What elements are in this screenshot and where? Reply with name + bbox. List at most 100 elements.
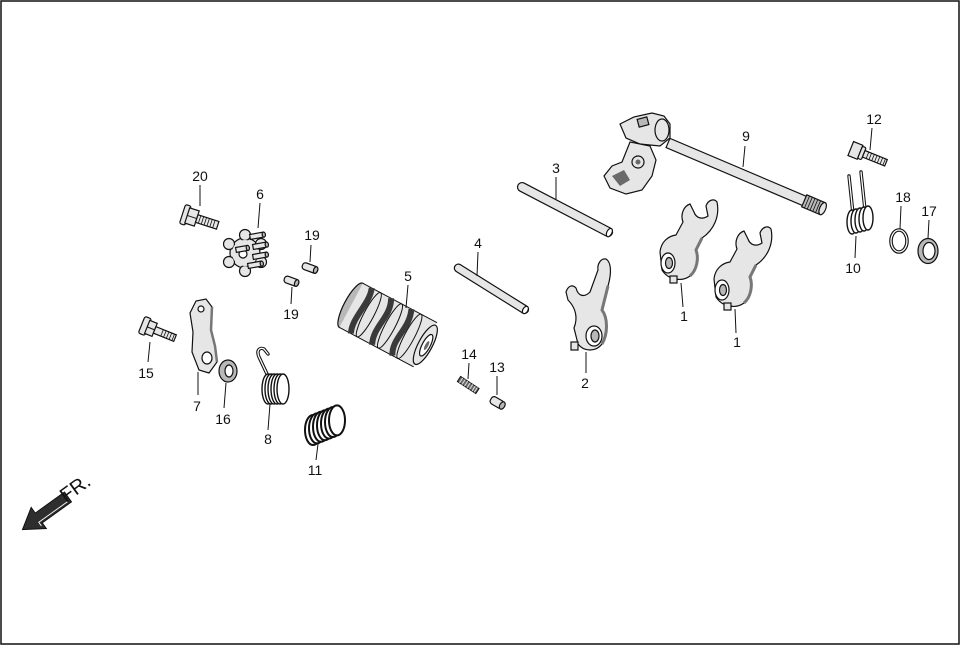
- spindle-end: [818, 201, 827, 216]
- shaft-end: [605, 227, 614, 238]
- callout-label-15: 15: [138, 365, 154, 381]
- fork-hub-bore-inner: [590, 329, 600, 343]
- fork-guide-pin: [723, 302, 732, 311]
- fork-guide-pin: [669, 275, 678, 284]
- arrow-shape: [21, 491, 73, 531]
- part-8-stopper-spring: [256, 346, 290, 405]
- bolt-head-edge: [147, 326, 155, 331]
- leader-line-11: [315, 443, 319, 461]
- part-10-return-spring: [846, 170, 874, 235]
- part-9-gearshift-spindle: [603, 112, 827, 216]
- drum-flange: [376, 303, 404, 349]
- drum-edge-bottom: [339, 326, 414, 368]
- callout-label-5: 5: [404, 268, 412, 284]
- part-17-washer: [917, 237, 939, 265]
- leader-lines: [147, 127, 930, 461]
- claw-notch: [612, 170, 630, 186]
- callout-label-4: 4: [474, 235, 482, 251]
- part-13-pin: [489, 396, 506, 410]
- drum-bore-center: [423, 341, 430, 350]
- spindle-arm-tab: [636, 116, 650, 128]
- washer-hole: [922, 241, 936, 261]
- callout-labels: 20 6 19 19 5 4 3 9 12 18 17 10 1 1 2 14 …: [138, 111, 937, 478]
- leader-line-19-upper: [309, 244, 312, 263]
- callout-label-8: 8: [264, 431, 272, 447]
- pin-end: [259, 260, 265, 267]
- drum-edge-top: [362, 282, 438, 324]
- callout-label-6: 6: [256, 186, 264, 202]
- fork-shading: [600, 285, 610, 345]
- front-arrow-icon: [21, 491, 73, 531]
- callout-label-19-lower: 19: [283, 306, 299, 322]
- callout-label-11: 11: [308, 462, 323, 478]
- pin-end: [245, 244, 251, 251]
- spring-hook-highlight: [257, 347, 269, 375]
- callout-label-1-right: 1: [733, 334, 741, 350]
- pin-end: [261, 231, 267, 238]
- leader-line-5: [405, 284, 409, 309]
- arm-plate-edge: [209, 306, 219, 363]
- pin-end: [264, 251, 270, 258]
- shaft-end: [521, 305, 529, 315]
- leader-line-10: [854, 235, 857, 259]
- drum-flange: [355, 292, 382, 338]
- part-2-shift-fork-center: [565, 258, 612, 351]
- part-18-circlip: [889, 228, 909, 254]
- part-1-shift-fork-left: [659, 199, 719, 284]
- part-12-bolt: [847, 140, 889, 167]
- callout-label-9: 9: [742, 128, 750, 144]
- segment-pin: [248, 231, 267, 241]
- bolt-thread: [865, 151, 886, 166]
- arrow-highlight: [38, 501, 68, 527]
- callout-label-20: 20: [192, 168, 208, 184]
- spring-coil: [328, 404, 346, 437]
- spring-leg-highlight: [848, 175, 854, 215]
- pin-end: [312, 266, 319, 275]
- leader-line-12: [869, 127, 873, 151]
- callout-label-18: 18: [895, 189, 911, 205]
- segment-pin: [251, 251, 270, 261]
- leader-line-17: [927, 219, 930, 239]
- fork-guide-pin: [570, 341, 579, 351]
- spindle-hub: [654, 118, 670, 142]
- drum-flange: [396, 313, 423, 360]
- segment-pin: [246, 260, 265, 270]
- spring-leg-highlight: [860, 171, 866, 211]
- bolt-thread: [197, 215, 216, 229]
- bolt-thread: [160, 329, 175, 341]
- part-4-fork-shaft: [453, 263, 530, 315]
- leader-line-14: [467, 362, 470, 380]
- bolt-head-edge: [187, 214, 197, 220]
- callout-label-10: 10: [845, 260, 861, 276]
- segment-lobe: [238, 228, 252, 242]
- segment-lobe: [222, 237, 236, 251]
- drum-cam-groove: [347, 287, 375, 334]
- part-20-flange-bolt: [179, 204, 220, 230]
- fork-shading: [688, 237, 704, 278]
- washer-hole: [224, 364, 234, 378]
- part-19-dowel-pin-lower: [283, 275, 300, 288]
- pin-end: [264, 241, 270, 248]
- callout-label-3: 3: [552, 160, 560, 176]
- part-19-dowel-pin-upper: [301, 262, 319, 275]
- callout-label-13: 13: [489, 359, 505, 375]
- callout-label-19-upper: 19: [304, 227, 320, 243]
- part-1-shift-fork-right: [713, 226, 773, 311]
- spindle-shaft: [665, 137, 827, 216]
- spring-turns: [459, 377, 478, 393]
- fork-hub-bore-inner: [664, 256, 674, 270]
- spline-teeth: [804, 195, 824, 215]
- callout-label-16: 16: [215, 411, 231, 427]
- drum-cam-groove: [369, 297, 395, 346]
- drum-cam-groove: [389, 308, 415, 356]
- leader-line-8: [267, 403, 271, 431]
- part-5-shift-drum: [337, 282, 438, 368]
- part-15-bolt: [138, 316, 178, 343]
- segment-lobe: [222, 255, 236, 269]
- leader-line-9: [742, 145, 746, 168]
- leader-line-6: [257, 202, 261, 229]
- part-14-spring: [456, 375, 480, 395]
- arm-pivot-hole: [197, 305, 205, 313]
